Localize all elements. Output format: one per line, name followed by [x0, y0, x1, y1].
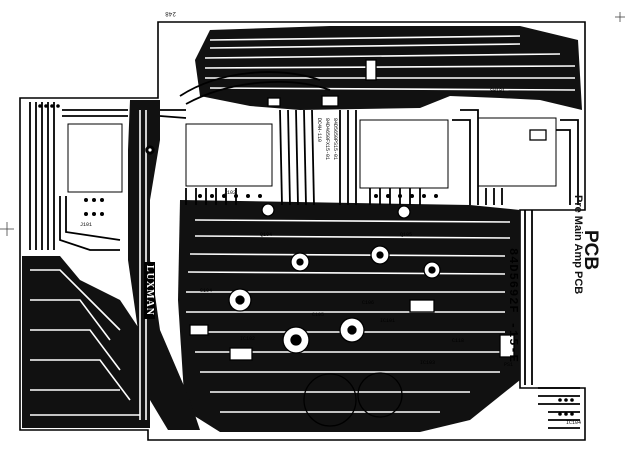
silk-label: Q104 [260, 232, 273, 238]
silk-label: Q105 [400, 232, 413, 238]
silk-label: J101 [80, 222, 93, 228]
silk-label: C118 [452, 338, 465, 344]
silk-part-string: DC4H-110 [316, 118, 322, 143]
silk-label: J102 [224, 190, 237, 196]
silk-label: IC104 [566, 420, 582, 426]
silk-label: PS1 [504, 362, 514, 368]
silk-label: IC103 [420, 360, 436, 366]
silk-label: C106 [362, 300, 375, 306]
page-subtitle: Pre Main Amp PCB [572, 195, 584, 295]
page-number: 248 [165, 10, 176, 17]
component-windows [26, 100, 557, 250]
traces-black [29, 71, 580, 429]
silk-label: SW101 [490, 88, 506, 94]
silk-part-string: 84D5650PS15-01 [332, 118, 338, 161]
silk-part-string: 84D4650FX15-01 [324, 118, 330, 161]
silk-label: C104 [200, 288, 213, 294]
silk-label: C105 [312, 312, 325, 318]
silk-label: IC102 [240, 336, 256, 342]
board-part-number: 84D5692F -15-E [506, 248, 520, 363]
pads [38, 104, 574, 416]
brand-logo: LUXMAN [144, 262, 155, 319]
silk-label: IC101 [380, 318, 396, 324]
crop-marks [0, 12, 625, 236]
components [145, 59, 547, 427]
